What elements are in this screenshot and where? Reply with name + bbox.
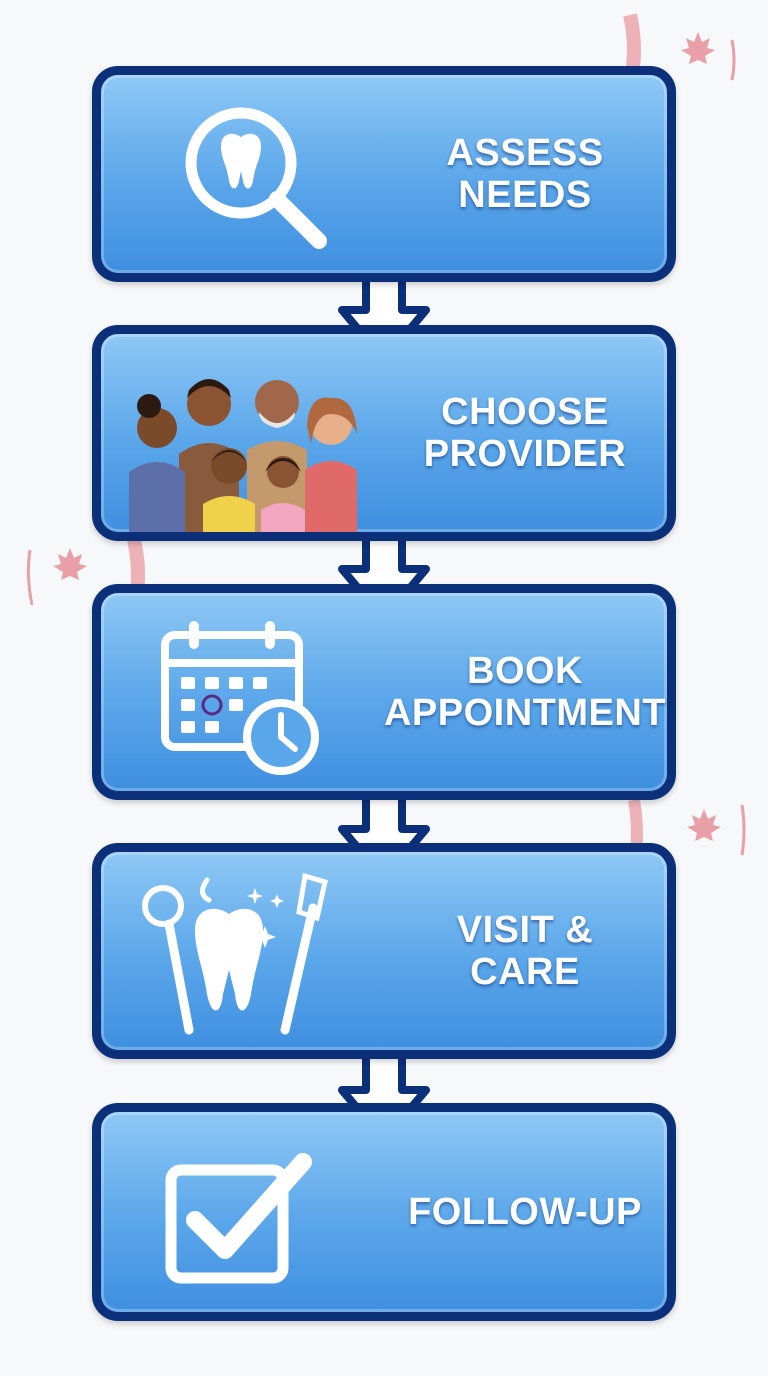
calendar-clock-icon — [161, 621, 319, 775]
step-label-follow-up: FOLLOW-UP — [408, 1191, 642, 1233]
step-label-assess-needs: ASSESS NEEDS — [446, 132, 604, 216]
step-assess-needs: ASSESS NEEDS — [92, 66, 676, 282]
checkbox-icon — [165, 1153, 312, 1284]
step-label-book-appointment: BOOK APPOINTMENT — [383, 650, 667, 734]
tooth-magnifier-icon — [185, 107, 327, 249]
step-book-appointment: BOOK APPOINTMENT — [92, 584, 676, 800]
step-choose-provider: CHOOSE PROVIDER — [92, 325, 676, 541]
dental-tools-icon — [142, 872, 328, 1035]
family-illustration — [129, 379, 357, 532]
step-label-visit-care: VISIT & CARE — [456, 909, 594, 993]
step-visit-care: VISIT & CARE — [92, 843, 676, 1059]
step-follow-up: FOLLOW-UP — [92, 1103, 676, 1321]
step-label-choose-provider: CHOOSE PROVIDER — [423, 391, 627, 475]
